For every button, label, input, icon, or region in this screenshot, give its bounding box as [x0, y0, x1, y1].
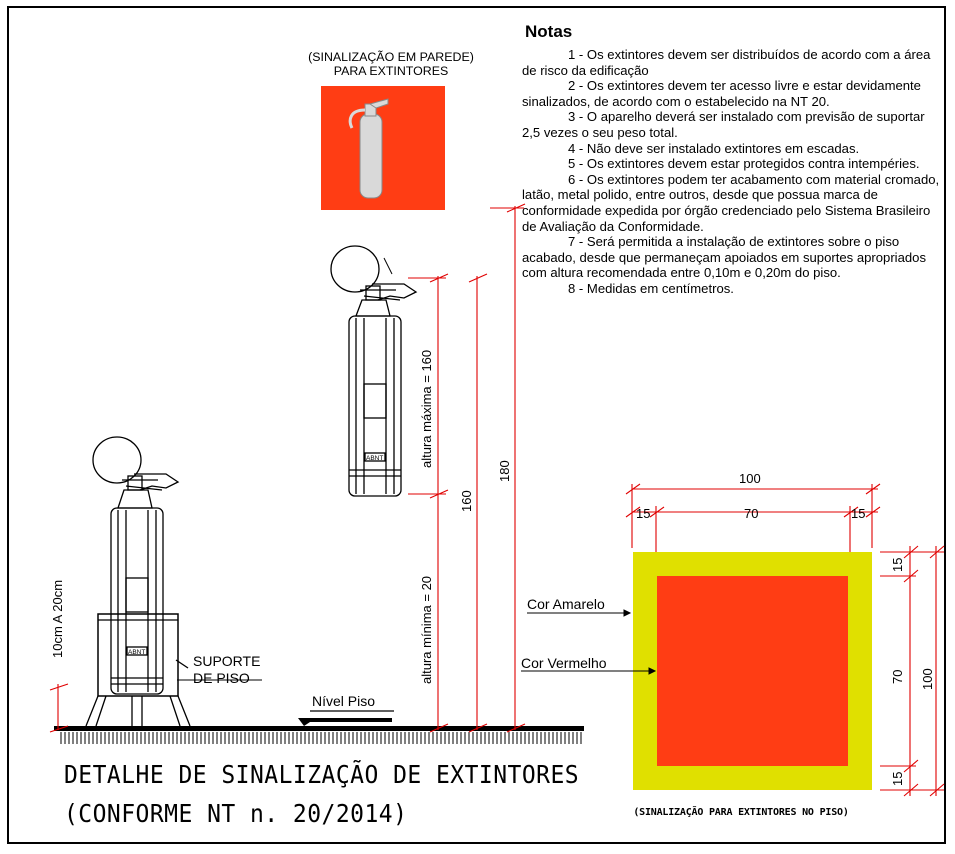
dim-top-left: 15 [636, 506, 651, 521]
floor-extinguisher-drawing [85, 436, 191, 727]
max-height-label: altura máxima = 160 [419, 349, 434, 468]
note-item: 7 - Será permitida a instalação de extin… [522, 234, 926, 281]
wall-extinguisher-drawing [330, 245, 418, 497]
min-height-label: altura mínima = 20 [419, 575, 434, 684]
dim-right-total: 100 [920, 668, 935, 690]
dim-right-mid: 70 [890, 669, 905, 684]
support-label-line2: DE PISO [193, 670, 250, 686]
abnt-label-wall: ABNT [366, 455, 383, 462]
dim-top-mid: 70 [744, 506, 759, 521]
yellow-color-label: Cor Amarelo [527, 596, 605, 612]
wall-sign-background [321, 86, 445, 210]
note-item: 8 - Medidas em centímetros. [568, 280, 734, 296]
floor-level-label: Nível Piso [312, 693, 376, 709]
note-item: 3 - O aparelho deverá ser instalado com … [522, 109, 925, 140]
floor-sign-caption: (SINALIZAÇÃO PARA EXTINTORES NO PISO) [633, 807, 849, 818]
dim-top-total: 100 [739, 471, 761, 486]
note-item: 1 - Os extintores devem ser distribuídos… [522, 47, 931, 78]
main-title-line1: DETALHE DE SINALIZAÇÃO DE EXTINTORES [64, 760, 580, 789]
support-height-label: 10cm A 20cm [50, 579, 65, 658]
floor-sign [633, 552, 872, 790]
note-item: 2 - Os extintores devem ter acesso livre… [522, 78, 921, 109]
support-label-line1: SUPORTE [193, 653, 261, 669]
dimension-lines [49, 203, 945, 797]
color-leaders [177, 609, 657, 681]
dimension-180-label: 180 [497, 460, 512, 482]
wall-sign-caption-line1: (SINALIZAÇÃO EM PAREDE) [308, 50, 474, 64]
notes-panel: Notas 1 - Os extintores devem ser distri… [522, 22, 942, 297]
note-item: 4 - Não deve ser instalado extintores em… [568, 140, 860, 156]
abnt-label-floor: ABNT [128, 649, 145, 656]
note-item: 5 - Os extintores devem estar protegidos… [568, 156, 920, 172]
extinguisher-icon [348, 98, 389, 199]
dim-right-top: 15 [890, 557, 905, 572]
wall-sign-caption-line2: PARA EXTINTORES [333, 64, 449, 78]
wall-sign-caption: (SINALIZAÇÃO EM PAREDE) PARA EXTINTORES [286, 50, 496, 78]
dim-right-bottom: 15 [890, 771, 905, 786]
note-item: 6 - Os extintores podem ter acabamento c… [522, 171, 940, 234]
main-title-line2: (CONFORME NT n. 20/2014) [64, 799, 408, 828]
dim-top-right: 15 [851, 506, 866, 521]
notes-title: Notas [525, 22, 573, 41]
red-color-label: Cor Vermelho [521, 655, 607, 671]
dimension-160-label: 160 [459, 490, 474, 512]
floor-sign-red-center [657, 576, 848, 766]
drawing-frame [7, 6, 946, 844]
floor-line [54, 710, 584, 744]
wall-sign [321, 86, 445, 210]
